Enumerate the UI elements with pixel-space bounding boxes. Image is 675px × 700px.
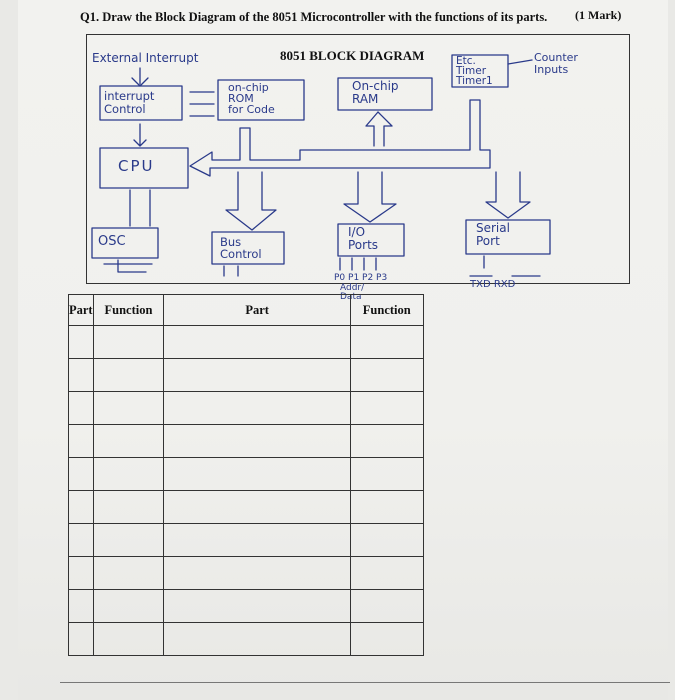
serial-port-box bbox=[465, 219, 551, 255]
rom-box bbox=[217, 79, 305, 121]
part-cell[interactable] bbox=[68, 424, 94, 458]
table-row bbox=[68, 556, 658, 590]
function-cell[interactable] bbox=[92, 556, 165, 590]
table-row bbox=[68, 523, 658, 557]
diagram-title: 8051 BLOCK DIAGRAM bbox=[280, 48, 425, 63]
function-cell[interactable] bbox=[349, 490, 424, 524]
txd-rxd-label: TXD RXD bbox=[470, 279, 516, 290]
table-row bbox=[68, 325, 658, 359]
part-cell[interactable] bbox=[68, 556, 94, 590]
function-cell[interactable] bbox=[349, 391, 424, 425]
part-cell[interactable] bbox=[163, 358, 351, 392]
header-part-1: Part bbox=[68, 294, 94, 326]
part-cell[interactable] bbox=[68, 523, 94, 557]
bus-control-box bbox=[211, 231, 285, 265]
osc-box bbox=[91, 227, 159, 259]
function-cell[interactable] bbox=[349, 358, 424, 392]
function-cell[interactable] bbox=[92, 358, 165, 392]
function-cell[interactable] bbox=[92, 490, 165, 524]
function-cell[interactable] bbox=[92, 622, 165, 656]
ram-label: On-chip RAM bbox=[352, 79, 399, 106]
part-cell[interactable] bbox=[163, 622, 351, 656]
interrupt-control-box bbox=[99, 85, 183, 121]
io-ports-label: I/O Ports bbox=[348, 225, 379, 252]
question-text: Q1. Draw the Block Diagram of the 8051 M… bbox=[80, 10, 548, 24]
part-cell[interactable] bbox=[163, 523, 351, 557]
port-labels: P0 P1 P2 P3 bbox=[334, 273, 388, 283]
counter-inputs-label: Counter Inputs bbox=[534, 51, 578, 76]
page-bottom-rule bbox=[60, 682, 670, 683]
osc-label: OSC bbox=[98, 234, 126, 249]
part-cell[interactable] bbox=[68, 589, 94, 623]
function-cell[interactable] bbox=[92, 589, 165, 623]
part-cell[interactable] bbox=[163, 556, 351, 590]
part-cell[interactable] bbox=[68, 358, 94, 392]
marks-label: (1 Mark) bbox=[575, 8, 622, 22]
part-cell[interactable] bbox=[68, 325, 94, 359]
table-row bbox=[68, 391, 658, 425]
timers-label: Etc. Timer Timer1 bbox=[456, 55, 493, 87]
bus-control-label: Bus Control bbox=[220, 235, 262, 261]
part-cell[interactable] bbox=[68, 457, 94, 491]
table-row bbox=[68, 490, 658, 524]
part-cell[interactable] bbox=[163, 391, 351, 425]
rom-label: on-chip ROM for Code bbox=[228, 81, 275, 116]
part-cell[interactable] bbox=[163, 490, 351, 524]
table-row bbox=[68, 622, 658, 656]
function-cell[interactable] bbox=[349, 523, 424, 557]
timers-box bbox=[451, 54, 509, 88]
function-cell[interactable] bbox=[92, 523, 165, 557]
part-cell[interactable] bbox=[163, 424, 351, 458]
function-cell[interactable] bbox=[349, 457, 424, 491]
answer-table: Part Function Part Function bbox=[68, 294, 658, 656]
function-cell[interactable] bbox=[92, 457, 165, 491]
serial-port-label: Serial Port bbox=[476, 221, 510, 248]
table-row bbox=[68, 589, 658, 623]
part-cell[interactable] bbox=[68, 490, 94, 524]
diagram-frame bbox=[86, 34, 630, 284]
function-cell[interactable] bbox=[349, 589, 424, 623]
function-cell[interactable] bbox=[92, 391, 165, 425]
cpu-label: CPU bbox=[118, 157, 155, 175]
function-cell[interactable] bbox=[92, 325, 165, 359]
part-cell[interactable] bbox=[68, 622, 94, 656]
cpu-box bbox=[99, 147, 189, 189]
table-row bbox=[68, 358, 658, 392]
header-part-2: Part bbox=[163, 294, 351, 326]
header-function-1: Function bbox=[92, 294, 165, 326]
part-cell[interactable] bbox=[163, 589, 351, 623]
external-interrupt-label: External Interrupt bbox=[92, 51, 199, 65]
table-header-row: Part Function Part Function bbox=[68, 294, 658, 326]
function-cell[interactable] bbox=[349, 622, 424, 656]
function-cell[interactable] bbox=[349, 556, 424, 590]
io-ports-box bbox=[337, 223, 405, 257]
part-cell[interactable] bbox=[68, 391, 94, 425]
table-row bbox=[68, 457, 658, 491]
table-row bbox=[68, 424, 658, 458]
part-cell[interactable] bbox=[163, 325, 351, 359]
function-cell[interactable] bbox=[92, 424, 165, 458]
function-cell[interactable] bbox=[349, 424, 424, 458]
ram-box bbox=[337, 77, 433, 111]
header-function-2: Function bbox=[349, 294, 424, 326]
function-cell[interactable] bbox=[349, 325, 424, 359]
part-cell[interactable] bbox=[163, 457, 351, 491]
interrupt-control-label: interrupt Control bbox=[104, 89, 155, 116]
